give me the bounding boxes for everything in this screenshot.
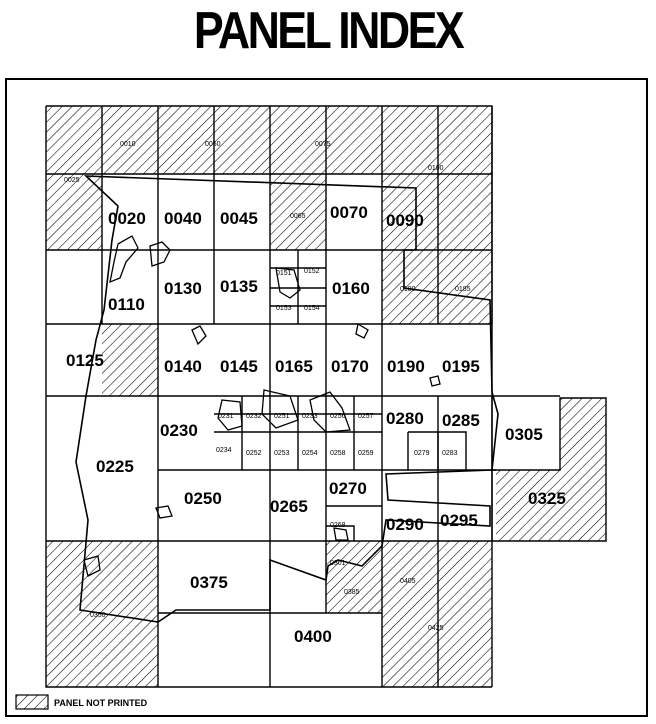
panel-label-0090: 0090: [386, 211, 424, 230]
panel-label-0151: 0151: [276, 270, 292, 277]
page-title: PANEL INDEX: [193, 2, 465, 60]
panel-label-0185: 0185: [455, 286, 471, 293]
hatch-area-0425: [438, 541, 492, 687]
panel-label-0140: 0140: [164, 357, 202, 376]
hatch-area-0180: [382, 250, 492, 324]
panel-label-0252: 0252: [246, 450, 262, 457]
panel-label-0153: 0153: [276, 305, 292, 312]
panel-label-0305: 0305: [505, 425, 543, 444]
panel-label-0125: 0125: [66, 351, 104, 370]
panel-label-0180: 0180: [400, 286, 416, 293]
boundary-line: [75, 175, 499, 623]
panel-label-0325: 0325: [528, 489, 566, 508]
panel-label-0045: 0045: [220, 209, 258, 228]
panel-label-0283: 0283: [442, 450, 458, 457]
hatch-area-top-row: [46, 106, 492, 174]
panel-label-0234: 0234: [216, 447, 232, 454]
panel-label-0290: 0290: [386, 515, 424, 534]
panel-label-0152: 0152: [304, 268, 320, 275]
panel-label-0170: 0170: [331, 357, 369, 376]
panel-label-0280: 0280: [386, 409, 424, 428]
panel-label-0301: 0301: [330, 560, 346, 567]
panel-label-0130: 0130: [164, 279, 202, 298]
panel-label-0270: 0270: [329, 479, 367, 498]
panel-label-0070: 0070: [330, 203, 368, 222]
panel-labels: 0010 0025 0050 0075 0100 0020 0040 0045 …: [64, 141, 566, 646]
panel-label-0295: 0295: [440, 511, 478, 530]
panel-label-0195: 0195: [442, 357, 480, 376]
legend-label: PANEL NOT PRINTED: [54, 698, 148, 708]
panel-label-0100: 0100: [428, 165, 444, 172]
panel-label-0405: 0405: [400, 578, 416, 585]
panel-label-0385: 0385: [344, 589, 360, 596]
panel-label-0400: 0400: [294, 627, 332, 646]
map-frame: [5, 78, 648, 717]
panel-label-0254: 0254: [302, 450, 318, 457]
panel-label-0165: 0165: [275, 357, 313, 376]
panel-grid: [45, 105, 607, 688]
panel-label-0279: 0279: [414, 450, 430, 457]
panel-label-0135: 0135: [220, 277, 258, 296]
panel-label-0268: 0268: [330, 522, 346, 529]
panel-label-0154: 0154: [304, 305, 320, 312]
panel-label-0250: 0250: [184, 489, 222, 508]
panel-label-0285: 0285: [442, 411, 480, 430]
panel-label-0258: 0258: [330, 450, 346, 457]
feature-shapes: [83, 235, 441, 577]
panel-label-0190: 0190: [387, 357, 425, 376]
panel-label-0259: 0259: [358, 450, 374, 457]
panel-label-0230: 0230: [160, 421, 198, 440]
hatch-area-0125: [102, 324, 158, 396]
panel-label-0075: 0075: [315, 141, 331, 148]
panel-label-0025: 0025: [64, 177, 80, 184]
panel-label-0145: 0145: [220, 357, 258, 376]
panel-label-0265: 0265: [270, 497, 308, 516]
panel-label-0251: 0251: [274, 413, 290, 420]
hatch-area-0385: [326, 541, 382, 613]
panel-label-0350: 0350: [90, 612, 106, 619]
hatch-area-0405: [382, 541, 438, 687]
panel-label-0233: 0233: [302, 413, 318, 420]
panel-label-0232: 0232: [246, 413, 262, 420]
panel-label-0065: 0065: [290, 213, 306, 220]
panel-label-0231: 0231: [218, 413, 234, 420]
panel-label-0375: 0375: [190, 573, 228, 592]
panel-label-0425: 0425: [428, 625, 444, 632]
panel-label-0020: 0020: [108, 209, 146, 228]
panel-label-0110: 0110: [108, 295, 145, 314]
panel-label-0225: 0225: [96, 457, 134, 476]
panel-label-0010: 0010: [120, 141, 136, 148]
panel-label-0160: 0160: [332, 279, 370, 298]
legend: PANEL NOT PRINTED: [15, 694, 148, 710]
panel-label-0050: 0050: [205, 141, 221, 148]
not-printed-areas: [46, 106, 606, 687]
hatch-area-0325: [496, 398, 606, 541]
hatch-area-0025: [46, 174, 102, 250]
panel-label-0256: 0256: [330, 413, 346, 420]
hatch-area-0065: [270, 174, 326, 250]
panel-label-0257: 0257: [358, 413, 374, 420]
panel-label-0253: 0253: [274, 450, 290, 457]
legend-swatch: [15, 694, 49, 710]
panel-label-0040: 0040: [164, 209, 202, 228]
